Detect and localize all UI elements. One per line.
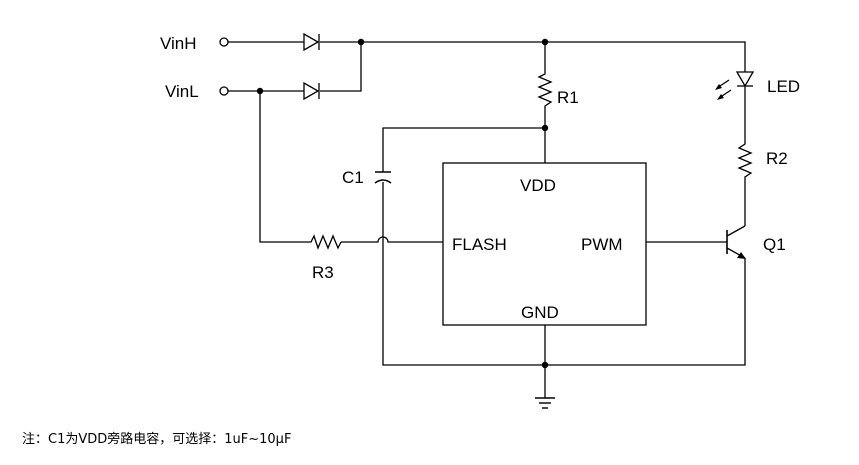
wires [228,41,746,398]
pin-vdd-label: VDD [520,176,556,195]
label-r1: R1 [557,88,579,107]
transistor-q1 [726,225,746,264]
junctions [256,38,549,369]
pin-gnd-label: GND [521,303,559,322]
label-c1: C1 [342,168,364,187]
vinl-terminal [219,86,229,96]
capacitor-c1 [374,171,392,184]
resistor-r1 [537,70,553,110]
label-r3: R3 [312,263,334,282]
ground-icon [535,397,555,409]
label-r2: R2 [766,149,788,168]
label-led: LED [767,77,800,96]
footnote: 注：C1为VDD旁路电容，可选择：1uF~10μF [22,432,292,447]
label-q1: Q1 [763,235,786,254]
ic-body [442,162,647,326]
resistor-r3 [307,234,342,250]
resistor-r2 [737,140,753,182]
pin-flash-label: FLASH [452,235,507,254]
pin-pwm-label: PWM [581,235,623,254]
diode-d2 [303,81,320,101]
label-vinh: VinH [160,34,197,53]
led-symbol [715,71,755,100]
label-vinl: VinL [165,82,199,101]
vinh-terminal [219,37,229,47]
diode-d1 [303,32,320,52]
